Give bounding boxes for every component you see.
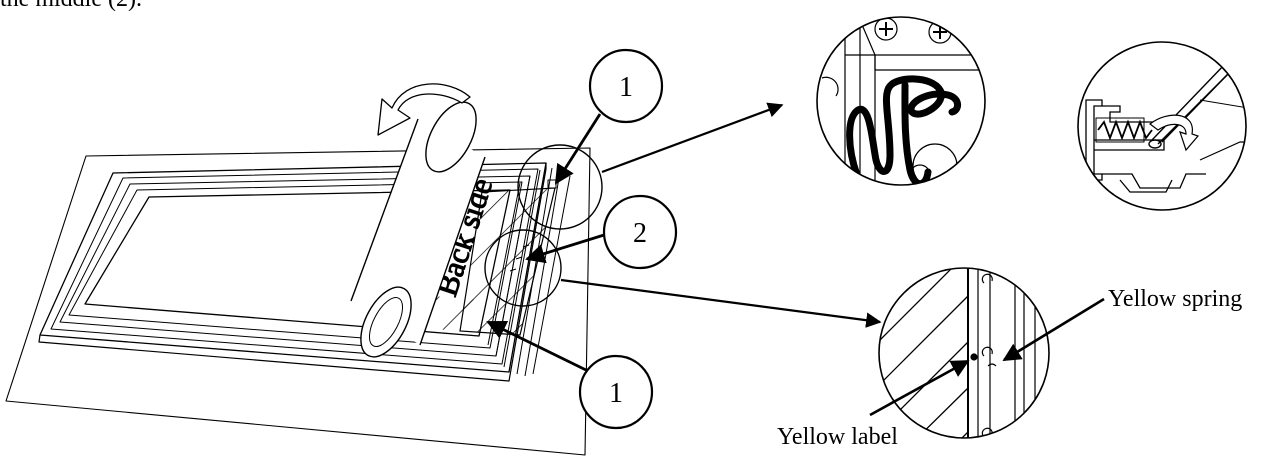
arrow-callout1-to-corner [554, 113, 602, 185]
yellow-spring-label: Yellow spring [1108, 286, 1242, 312]
detail-corner-zoom [816, 16, 986, 186]
callout-2: 2 [602, 194, 678, 270]
yellow-spring-mark [987, 363, 997, 367]
arrow-middle-to-detail [560, 278, 882, 328]
frame-opening [84, 189, 511, 337]
roll-cylinder [350, 101, 486, 358]
caption-fragment: the middle (2). [0, 0, 142, 13]
arrow-callout1-to-bottom [486, 320, 587, 372]
callout-1-top: 1 [588, 48, 664, 124]
yellow-label-dot [970, 353, 978, 361]
arrow-yellow-label [869, 359, 970, 417]
yellow-label-label: Yellow label [777, 424, 898, 450]
pointer-arrows [486, 102, 882, 372]
svg-text:1: 1 [619, 72, 633, 103]
highlight-circle-corner [517, 144, 603, 230]
clip-rotate-arrow [1149, 114, 1200, 152]
callout-1-bottom: 1 [578, 354, 654, 430]
detail-spring-zoom [1077, 41, 1247, 211]
svg-text:2: 2 [633, 218, 647, 249]
screw-left [874, 17, 898, 41]
frame-edge [38, 163, 547, 382]
highlight-circle-middle [484, 229, 562, 307]
arrow-yellow-spring [1002, 297, 1105, 362]
highlight-circles [484, 144, 603, 307]
rotate-arrow [377, 83, 471, 136]
arrow-corner-to-detail [601, 102, 784, 174]
arrow-callout2-to-middle [525, 233, 605, 264]
detail-label-zoom: Yellow spring Yellow label [777, 267, 1242, 450]
svg-text:1: 1 [609, 378, 623, 409]
spring-coils [1095, 117, 1153, 143]
